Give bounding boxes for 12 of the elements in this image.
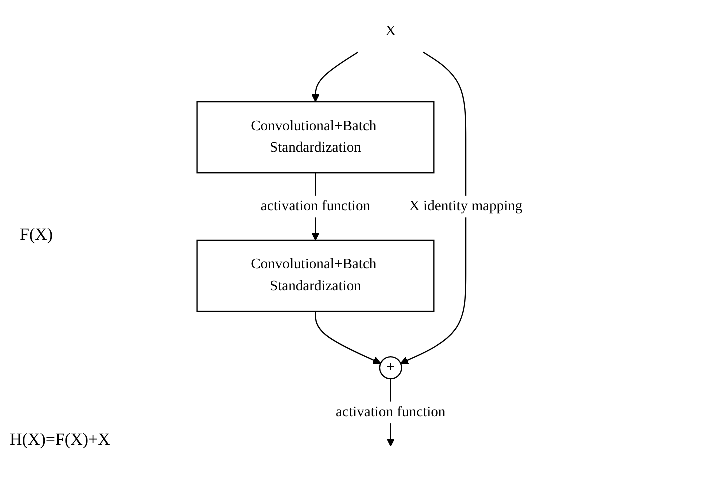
node-circle: + — [379, 356, 402, 380]
edge-label: activation function — [260, 198, 371, 214]
node-text: X — [386, 24, 396, 40]
arrow — [400, 52, 467, 364]
edge-label: activation function — [336, 404, 446, 420]
arrow — [312, 52, 359, 102]
formula-label: F(X) — [20, 225, 54, 245]
node-box: Convolutional+Batch Standardization — [196, 240, 435, 312]
node-box: Convolutional+Batch Standardization — [196, 101, 435, 174]
edge-label: X identity mapping — [409, 198, 523, 214]
arrow — [315, 312, 382, 364]
formula-label: H(X)=F(X)+X — [10, 430, 110, 450]
